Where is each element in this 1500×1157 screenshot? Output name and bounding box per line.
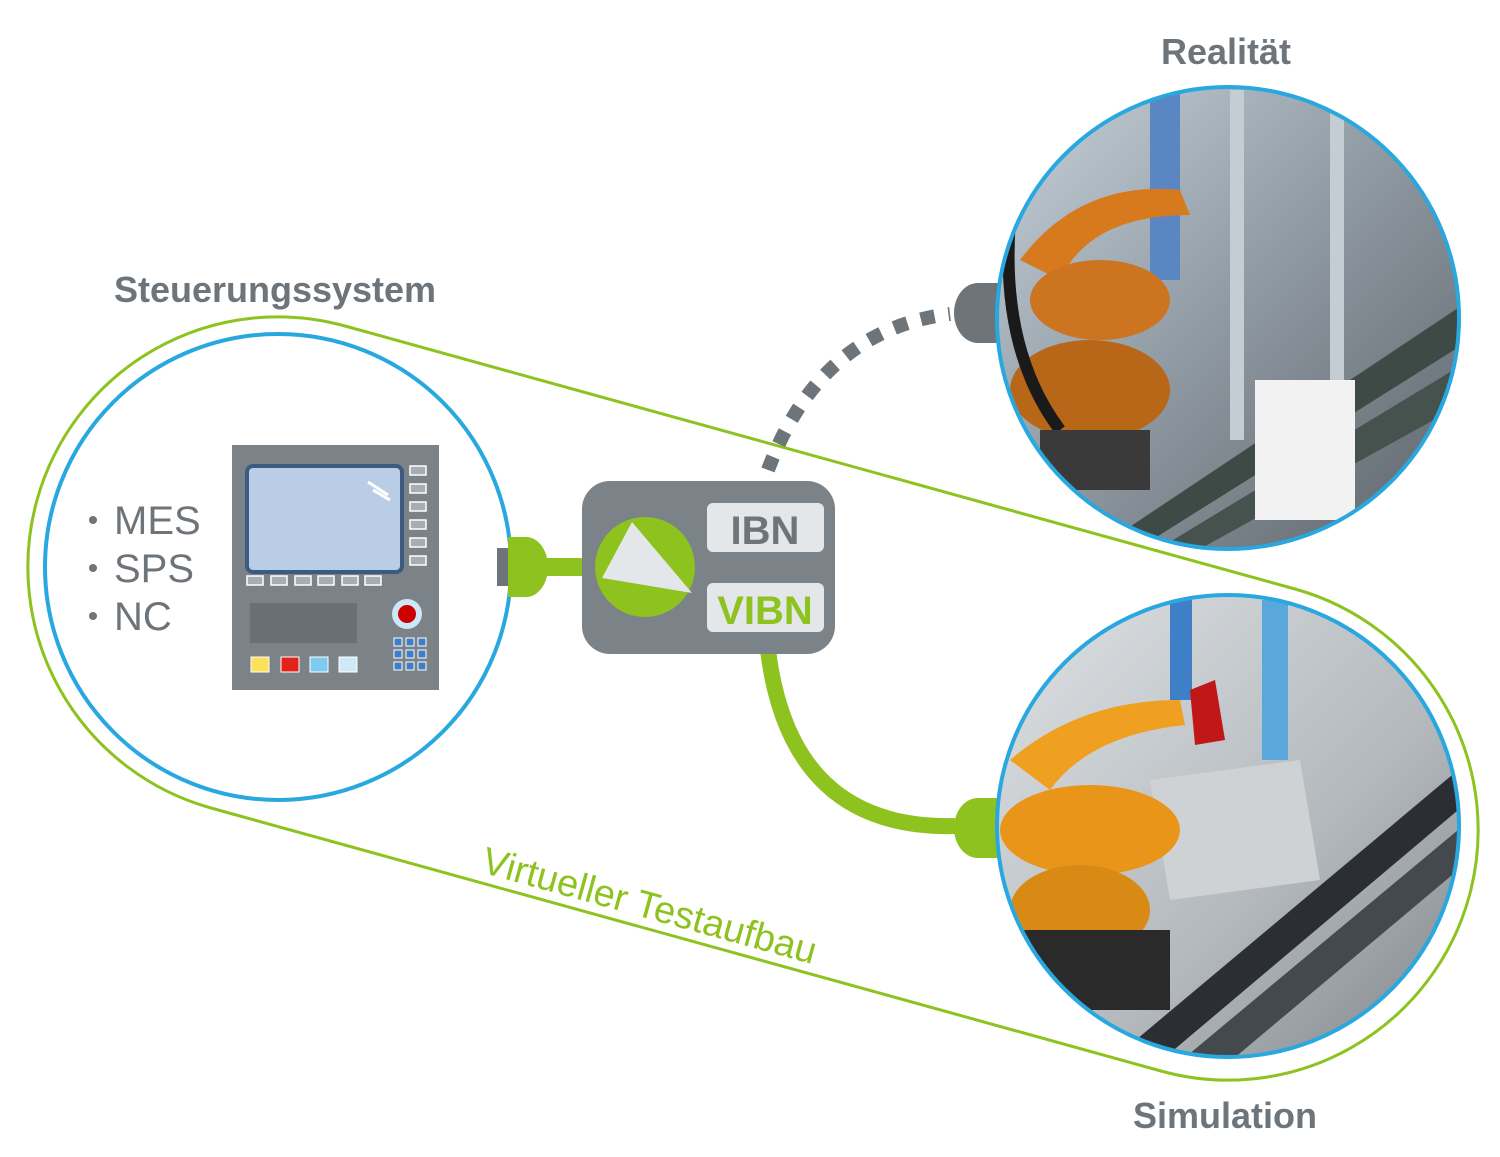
bullet-sps: SPS: [114, 547, 194, 591]
vibn-label: VIBN: [717, 589, 813, 633]
control-bullets: MES SPS NC: [89, 499, 201, 639]
green-sim-plug: [954, 798, 1000, 858]
virtual-test-loop: [26, 315, 1480, 1082]
reality-circle: [995, 85, 1461, 551]
gray-connector-plug: [954, 283, 1000, 343]
reality-title: Realität: [1161, 31, 1291, 72]
bullet-mes: MES: [114, 499, 201, 543]
control-system-title: Steuerungssystem: [114, 269, 436, 310]
simulation-title: Simulation: [1133, 1095, 1317, 1136]
simulation-render: [998, 596, 1458, 1056]
control-panel-icon: [232, 445, 439, 690]
ibn-vibn-switch: [582, 481, 835, 654]
green-connector-plug: [497, 537, 585, 597]
reality-photo: [998, 88, 1458, 548]
simulation-connection: [760, 649, 956, 835]
simulation-circle: [995, 593, 1461, 1059]
bullet-nc: NC: [114, 595, 172, 639]
ibn-label: IBN: [731, 509, 800, 553]
virtual-test-label: Virtueller Testaufbau: [478, 840, 822, 973]
reality-connection-dotted: [761, 307, 951, 473]
